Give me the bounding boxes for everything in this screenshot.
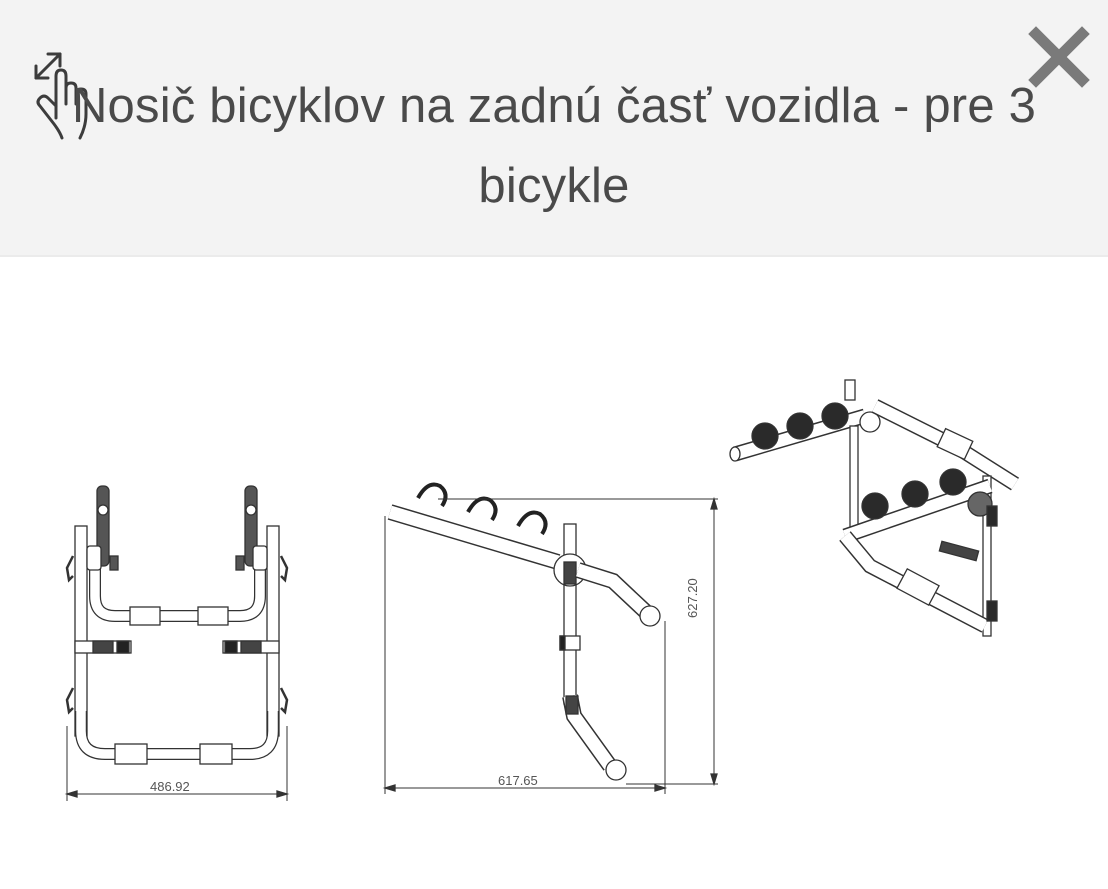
lightbox-header: Nosič bicyklov na zadnú časť vozidla - p… <box>0 0 1108 257</box>
close-icon[interactable] <box>1028 26 1090 88</box>
pinch-zoom-icon <box>34 52 88 140</box>
front-view-drawing <box>64 485 290 801</box>
side-view-drawing <box>382 482 718 794</box>
side-view-height-dimension: 627.20 <box>685 578 700 618</box>
product-image[interactable]: 486.92 617.65 62 <box>0 258 1108 889</box>
front-view-dimension: 486.92 <box>150 779 190 794</box>
isometric-view-drawing <box>729 379 1020 637</box>
side-view-width-dimension: 617.65 <box>498 773 538 788</box>
page-title: Nosič bicyklov na zadnú časť vozidla - p… <box>71 79 1037 213</box>
